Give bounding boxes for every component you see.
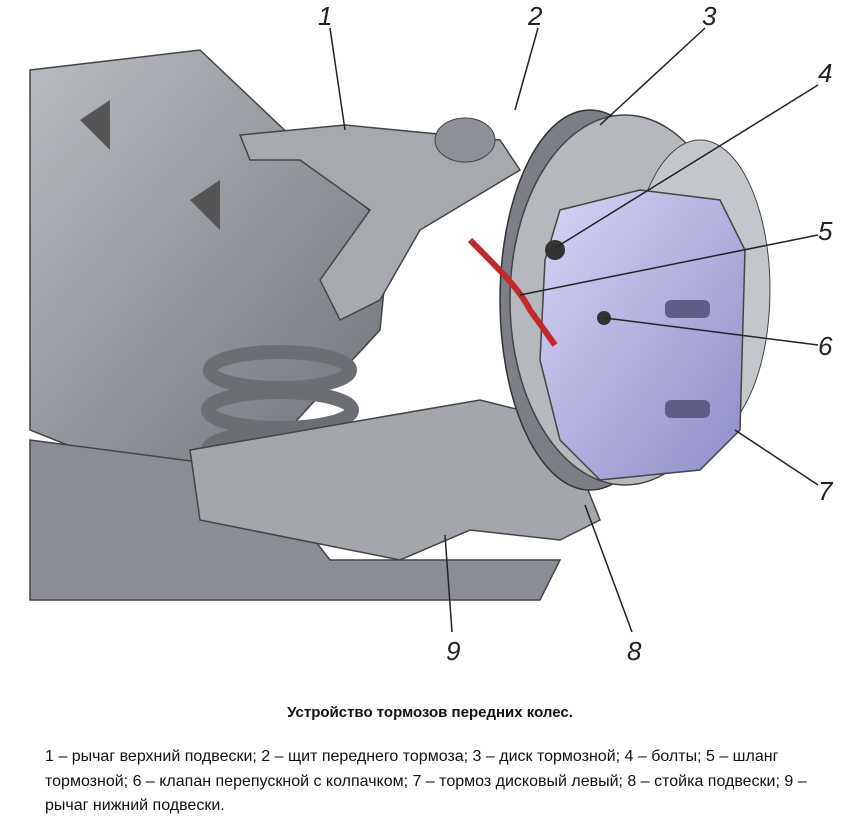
brake-hose — [467, 237, 558, 347]
callout-9: 9 — [446, 636, 460, 666]
caption-legend: 1 – рычаг верхний подвески; 2 – щит пере… — [45, 748, 807, 814]
lower-control-arm — [189, 399, 601, 561]
callout-8: 8 — [627, 636, 642, 666]
callout-3: 3 — [702, 1, 717, 31]
callout-2: 2 — [527, 1, 543, 31]
brake-assembly-illustration: 1 2 3 4 5 6 7 8 9 — [29, 1, 834, 666]
callout-6: 6 — [818, 331, 833, 361]
callout-4: 4 — [818, 58, 832, 88]
upper-control-arm — [238, 117, 522, 322]
callout-7: 7 — [818, 476, 834, 506]
callout-1: 1 — [318, 1, 332, 31]
caliper — [539, 189, 746, 481]
callout-5: 5 — [818, 216, 833, 246]
caption-title: Устройство тормозов передних колес. — [287, 704, 573, 721]
leader-lines — [329, 27, 819, 633]
